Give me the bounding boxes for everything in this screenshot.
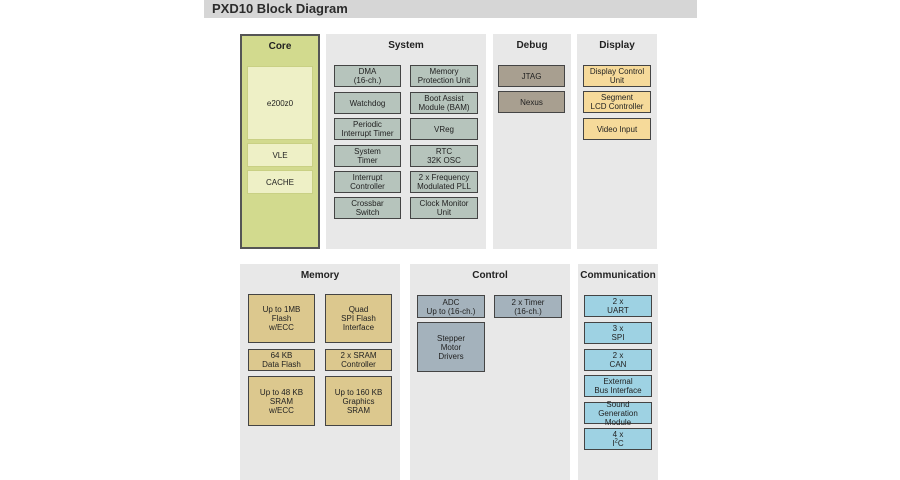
system-watchdog: Watchdog <box>334 92 401 114</box>
memory-sram-controller: 2 x SRAM Controller <box>325 349 392 371</box>
comm-can: 2 x CAN <box>584 349 652 371</box>
memory-quad-spi: Quad SPI Flash Interface <box>325 294 392 343</box>
debug-nexus: Nexus <box>498 91 565 113</box>
system-title: System <box>388 40 424 51</box>
system-interrupt-controller: Interrupt Controller <box>334 171 401 193</box>
memory-panel: Memory Up to 1MB Flash w/ECC Quad SPI Fl… <box>240 264 400 480</box>
system-clock-monitor: Clock Monitor Unit <box>410 197 478 219</box>
system-panel: System DMA (16-ch.) Memory Protection Un… <box>326 34 486 249</box>
memory-title: Memory <box>300 270 340 281</box>
communication-title: Communication <box>580 270 656 281</box>
core-panel: Core e200z0 VLE CACHE <box>240 34 320 249</box>
core-cache: CACHE <box>247 170 313 194</box>
display-title: Display <box>599 40 635 51</box>
system-bam: Boot Assist Module (BAM) <box>410 92 478 114</box>
core-vle: VLE <box>247 143 313 167</box>
display-video-input: Video Input <box>583 118 651 140</box>
display-panel: Display Display Control Unit Segment LCD… <box>577 34 657 249</box>
display-control-unit: Display Control Unit <box>583 65 651 87</box>
system-pll: 2 x Frequency Modulated PLL <box>410 171 478 193</box>
system-rtc: RTC 32K OSC <box>410 145 478 167</box>
comm-external-bus: External Bus Interface <box>584 375 652 397</box>
system-vreg: VReg <box>410 118 478 140</box>
comm-uart: 2 x UART <box>584 295 652 317</box>
control-timer: 2 x Timer (16-ch.) <box>494 295 562 318</box>
memory-flash: Up to 1MB Flash w/ECC <box>248 294 315 343</box>
diagram-title: PXD10 Block Diagram <box>212 1 348 16</box>
system-pit: Periodic Interrupt Timer <box>334 118 401 140</box>
system-mpu: Memory Protection Unit <box>410 65 478 87</box>
system-dma: DMA (16-ch.) <box>334 65 401 87</box>
control-panel: Control ADC Up to (16-ch.) 2 x Timer (16… <box>410 264 570 480</box>
debug-panel: Debug JTAG Nexus <box>493 34 571 249</box>
core-e200z0: e200z0 <box>247 66 313 140</box>
system-crossbar: Crossbar Switch <box>334 197 401 219</box>
core-title: Core <box>268 41 292 52</box>
control-title: Control <box>472 270 508 281</box>
memory-graphics-sram: Up to 160 KB Graphics SRAM <box>325 376 392 426</box>
control-adc: ADC Up to (16-ch.) <box>417 295 485 318</box>
communication-panel: Communication 2 x UART 3 x SPI 2 x CAN E… <box>578 264 658 480</box>
debug-title: Debug <box>516 40 548 51</box>
debug-jtag: JTAG <box>498 65 565 87</box>
memory-data-flash: 64 KB Data Flash <box>248 349 315 371</box>
comm-sound-generation: Sound Generation Module <box>584 400 652 427</box>
comm-i2c-count: 4 x <box>612 430 624 439</box>
title-bar: PXD10 Block Diagram <box>204 0 697 18</box>
display-segment-lcd: Segment LCD Controller <box>583 91 651 113</box>
memory-sram-ecc: Up to 48 KB SRAM w/ECC <box>248 376 315 426</box>
system-timer: System Timer <box>334 145 401 167</box>
comm-i2c-label: I2C <box>612 438 624 448</box>
comm-i2c: 4 x I2C <box>584 428 652 450</box>
comm-spi: 3 x SPI <box>584 322 652 344</box>
control-stepper-motor: Stepper Motor Drivers <box>417 322 485 372</box>
